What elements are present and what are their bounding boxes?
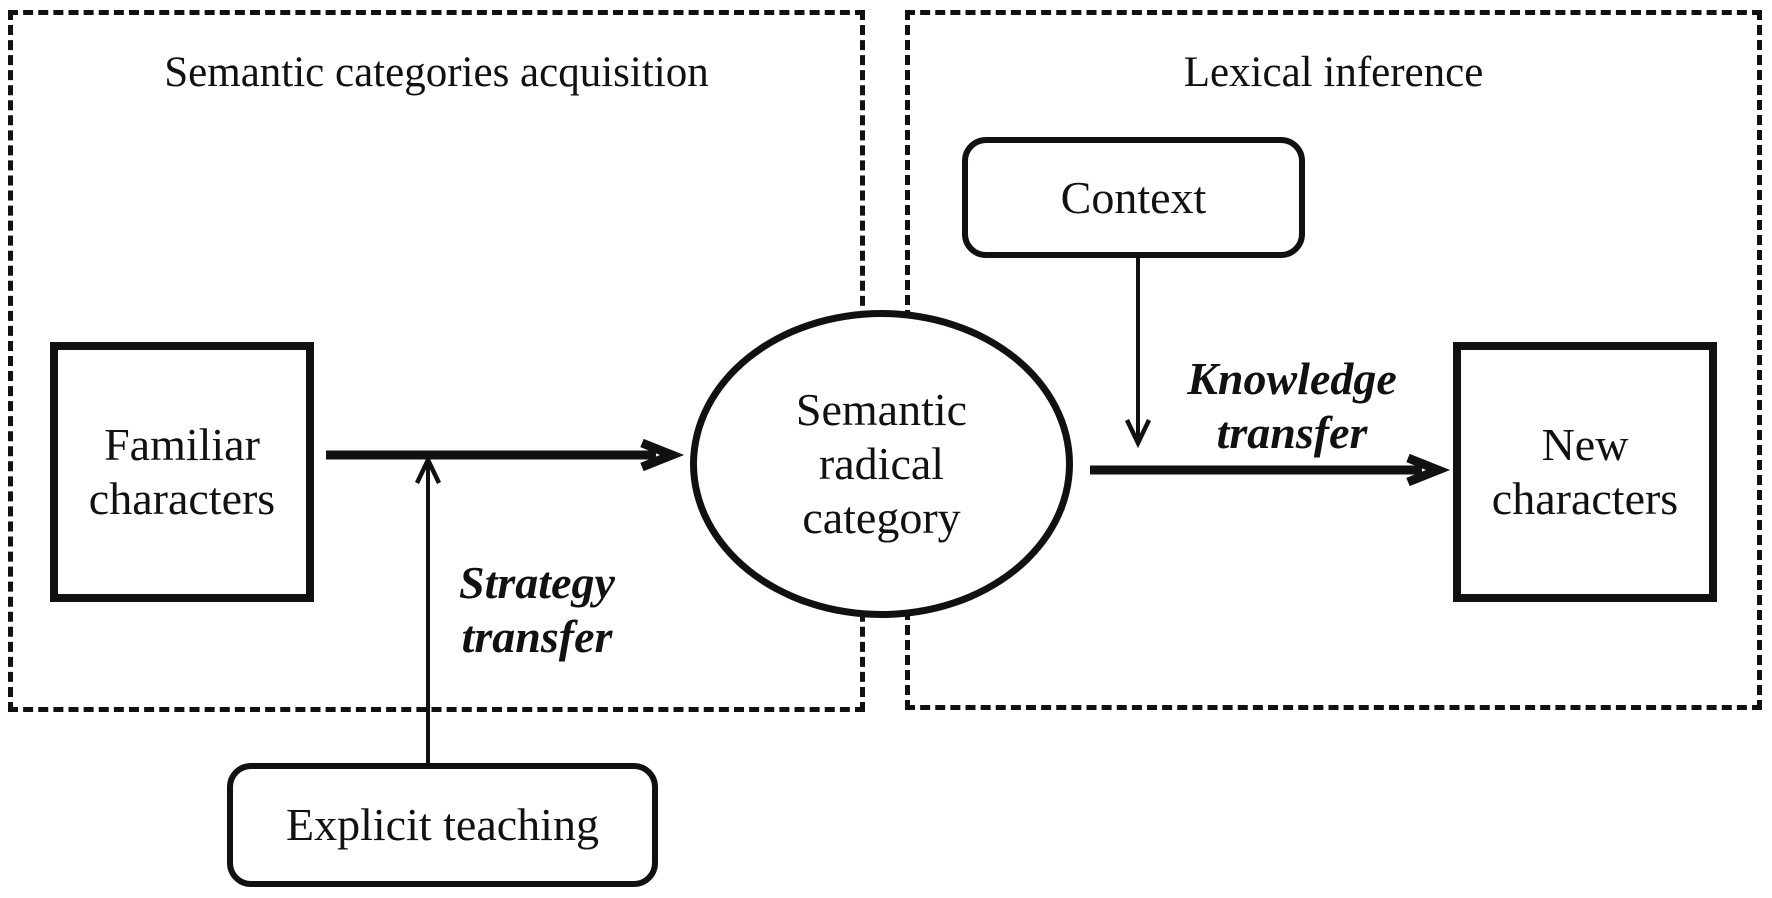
knowledge-transfer-label-line1: Knowledge (1187, 353, 1397, 404)
semantic-radical-label-line1: Semantic (795, 384, 968, 435)
semantic-radical-label-line3: category (802, 492, 961, 543)
context-box: Context (962, 137, 1305, 258)
arrow-explicit-teaching-up (414, 454, 442, 763)
right-panel-title: Lexical inference (1183, 49, 1484, 96)
knowledge-transfer-label: Knowledge transfer (1167, 352, 1417, 460)
explicit-teaching-box: Explicit teaching (227, 763, 658, 887)
familiar-characters-label-line1: Familiar (104, 419, 260, 470)
knowledge-transfer-label-line2: transfer (1216, 407, 1368, 458)
strategy-transfer-label: Strategy transfer (412, 556, 662, 664)
familiar-characters-label-line2: characters (88, 473, 276, 524)
new-characters-label-line1: New (1541, 419, 1629, 470)
new-characters-box: New characters (1453, 342, 1717, 602)
arrow-ellipse-to-new (1090, 453, 1451, 487)
semantic-radical-label-line2: radical (818, 438, 945, 489)
arrow-context-down (1124, 256, 1152, 449)
new-characters-label-line2: characters (1491, 473, 1679, 524)
semantic-radical-category-ellipse: Semantic radical category (690, 310, 1073, 618)
strategy-transfer-label-line1: Strategy (459, 557, 615, 608)
explicit-teaching-label: Explicit teaching (286, 799, 599, 850)
left-panel-title: Semantic categories acquisition (164, 49, 709, 96)
arrow-familiar-to-ellipse (326, 438, 685, 472)
familiar-characters-box: Familiar characters (50, 342, 314, 602)
strategy-transfer-label-line2: transfer (461, 611, 613, 662)
context-label: Context (1060, 171, 1207, 223)
